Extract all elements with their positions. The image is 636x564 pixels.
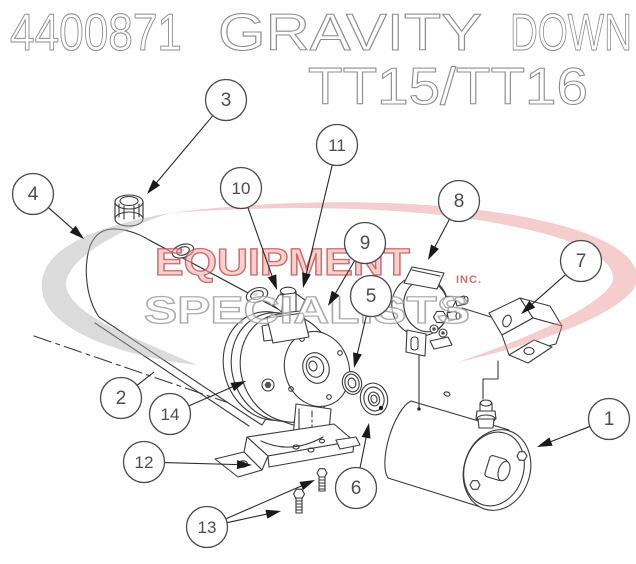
balloon-9: 9	[328, 221, 387, 306]
mounting-bracket	[214, 423, 361, 478]
leader-line	[188, 384, 238, 407]
leader-arrowhead	[230, 381, 246, 392]
tank-plug	[245, 286, 269, 304]
leader-arrowhead	[521, 300, 536, 314]
diagram-line-art	[33, 194, 563, 514]
balloon-circle	[185, 505, 229, 549]
leader-line	[545, 425, 591, 445]
pump-port-fitting	[261, 286, 310, 344]
balloon-number: 2	[116, 388, 127, 409]
coupling-bearing	[359, 382, 389, 416]
electric-motor	[378, 349, 532, 511]
swoosh-gray	[41, 213, 197, 365]
balloon-7: 7	[521, 239, 603, 314]
balloon-2: 2	[99, 371, 155, 420]
leader-line	[527, 274, 566, 309]
balloon-number: 13	[198, 518, 217, 537]
balloon-12: 12	[122, 440, 252, 484]
balloon-circle	[99, 376, 143, 420]
balloon-circle	[343, 221, 387, 265]
balloon-circle	[122, 440, 166, 484]
leader-arrowhead	[353, 352, 362, 368]
leader-line	[226, 512, 273, 524]
balloon-13: 13	[185, 480, 315, 549]
balloon-circle	[148, 392, 192, 436]
watermark-suffix-inc: INC.	[456, 274, 482, 286]
drawing-title: 4400871 GRAVITY DOWN TT15/TT16	[9, 3, 632, 116]
leader-line	[359, 431, 368, 469]
balloon-number: 4	[28, 184, 39, 205]
balloon-circle	[334, 466, 378, 510]
shaft-seal	[341, 371, 363, 395]
leader-arrowhead	[299, 480, 315, 491]
leader-line	[48, 207, 78, 234]
balloon-number: 5	[366, 286, 377, 307]
balloon-number: 9	[360, 233, 371, 254]
leader-arrowhead	[265, 509, 281, 519]
title-part-number: 4400871	[10, 4, 182, 62]
title-word-down: DOWN	[510, 4, 632, 62]
start-solenoid	[391, 266, 505, 357]
leader-line	[164, 462, 244, 466]
balloon-number: 10	[232, 179, 251, 198]
mounting-bolts	[292, 468, 328, 514]
balloon-circle	[11, 172, 55, 216]
leader-arrowhead	[236, 460, 252, 470]
balloon-1: 1	[537, 397, 631, 447]
leader-line	[247, 207, 275, 282]
leader-line	[431, 218, 450, 253]
balloon-number: 8	[454, 191, 465, 212]
balloon-10: 10	[219, 166, 277, 290]
balloon-number: 7	[576, 251, 587, 272]
leader-arrowhead	[302, 272, 311, 288]
leader-line	[304, 164, 333, 280]
balloon-number: 6	[351, 478, 362, 499]
balloon-circle	[204, 78, 248, 122]
balloon-circle	[587, 397, 631, 441]
balloon-circle	[349, 274, 393, 318]
balloon-circle	[559, 239, 603, 283]
balloon-number: 12	[135, 453, 154, 472]
leader-line	[225, 483, 307, 520]
title-word-gravity: GRAVITY	[218, 4, 482, 62]
balloon-number: 14	[161, 405, 180, 424]
tank-plug	[171, 243, 195, 259]
balloon-11: 11	[302, 123, 359, 288]
title-model-line: TT15/TT16	[308, 58, 588, 116]
leader-arrowhead	[69, 225, 84, 239]
leader-line	[136, 371, 155, 386]
leader-arrowhead	[328, 290, 340, 306]
ground-wire	[482, 360, 499, 400]
balloon-number: 11	[328, 136, 346, 155]
balloon-14: 14	[148, 381, 246, 436]
motor-terminal-fitting	[475, 399, 497, 429]
balloon-circle	[219, 166, 263, 210]
balloon-4: 4	[11, 172, 84, 239]
balloon-number: 3	[221, 90, 232, 111]
leader-line	[355, 315, 367, 360]
balloon-8: 8	[428, 179, 481, 260]
balloon-circle	[437, 179, 481, 223]
leader-arrowhead	[428, 244, 439, 260]
balloon-circle	[315, 123, 359, 167]
balloon-5: 5	[349, 274, 393, 368]
leader-arrowhead	[267, 274, 277, 290]
leader-arrowhead	[147, 179, 161, 194]
filler-cap	[114, 194, 144, 227]
leader-line	[332, 260, 356, 299]
watermark-word-specialists: SPECIALISTS	[144, 290, 470, 332]
leader-arrowhead	[537, 437, 553, 447]
balloon-6: 6	[334, 423, 378, 510]
balloon-number: 1	[604, 409, 615, 430]
leader-line	[152, 115, 214, 188]
balloon-3: 3	[147, 78, 248, 194]
leader-arrowhead	[361, 423, 371, 439]
wire-bracket	[488, 297, 563, 364]
